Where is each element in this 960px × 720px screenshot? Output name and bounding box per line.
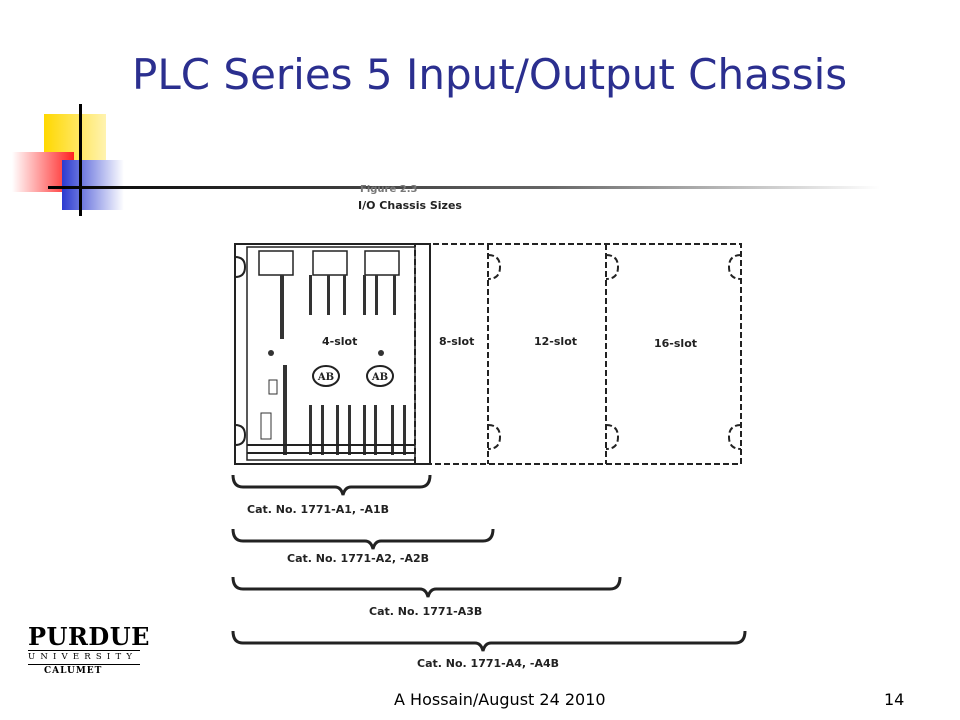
logo-university: UNIVERSITY [28, 650, 140, 665]
deco-vertical-line [79, 104, 82, 216]
chassis-16-slot-outline [414, 243, 742, 465]
bracket-8-slot [231, 528, 495, 550]
footer-text: A Hossain/August 24 2010 [394, 690, 606, 709]
power-supply-2 [312, 250, 348, 276]
bracket-12-slot [231, 576, 622, 598]
svg-text:AB: AB [371, 372, 388, 383]
power-supply-3 [364, 250, 400, 276]
bracket-16-slot [231, 630, 747, 652]
deco-horizontal-line [48, 186, 880, 189]
catalog-label-4-slot: Cat. No. 1771-A1, -A1B [247, 503, 389, 516]
deco-blue-square [62, 160, 124, 210]
svg-text:AB: AB [317, 372, 334, 383]
catalog-label-12-slot: Cat. No. 1771-A3B [369, 605, 482, 618]
logo-wordmark: PURDUE [28, 622, 150, 651]
slot-label-16: 16-slot [654, 337, 697, 350]
figure-caption-line2: I/O Chassis Sizes [358, 199, 462, 212]
slot-label-4: 4-slot [322, 335, 357, 348]
bracket-4-slot [231, 474, 432, 496]
slot-label-8: 8-slot [439, 335, 474, 348]
title-decoration [12, 104, 880, 216]
chassis-12-slot-notch [605, 254, 620, 450]
purdue-calumet-logo: PURDUE UNIVERSITY CALUMET [28, 622, 150, 682]
chassis-8-slot-notch [487, 254, 502, 450]
figure-caption-line1: Figure 2.3 [360, 185, 417, 195]
logo-campus: CALUMET [44, 666, 103, 676]
allen-bradley-logo-2: AB [366, 365, 394, 387]
allen-bradley-logo-1: AB [312, 365, 340, 387]
slide-title: PLC Series 5 Input/Output Chassis [132, 50, 848, 99]
page-number: 14 [884, 690, 905, 709]
catalog-label-8-slot: Cat. No. 1771-A2, -A2B [287, 552, 429, 565]
io-chassis-diagram: Figure 2.3 I/O Chassis Sizes [231, 185, 747, 670]
catalog-label-16-slot: Cat. No. 1771-A4, -A4B [417, 657, 559, 670]
chassis-16-slot-notch [727, 254, 742, 450]
power-supply-1 [258, 250, 294, 276]
chassis-4-slot-outline [234, 243, 431, 465]
slot-label-12: 12-slot [534, 335, 577, 348]
